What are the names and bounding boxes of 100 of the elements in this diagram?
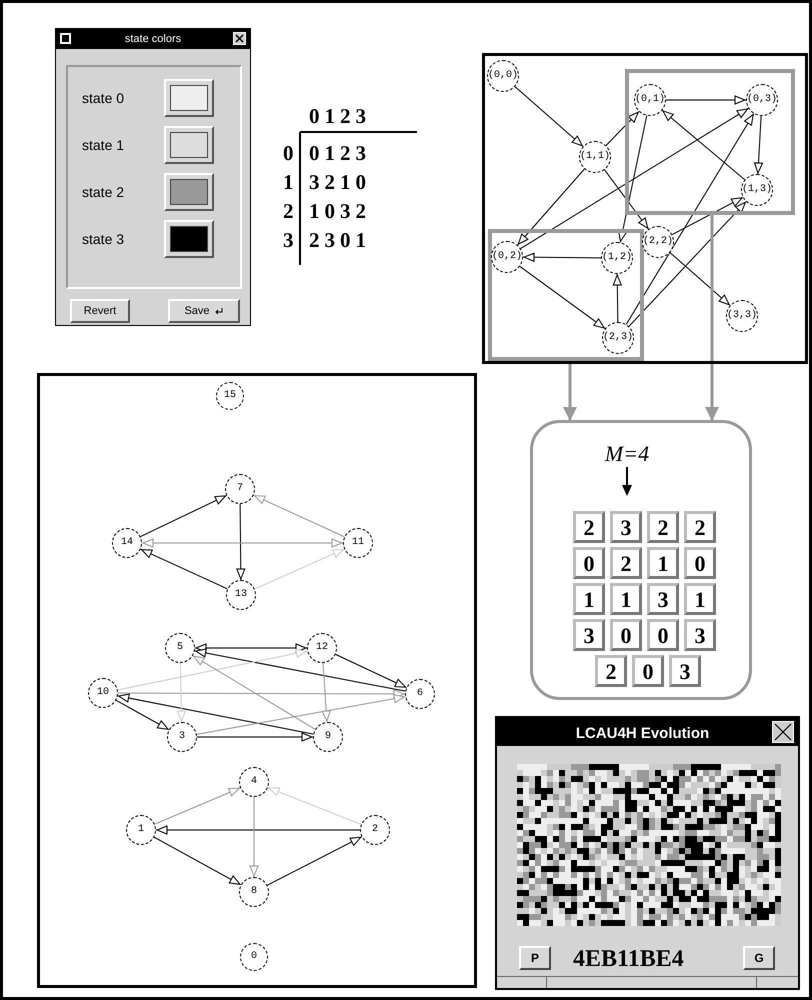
number-tile: 0 [610, 619, 642, 651]
arrow [194, 644, 308, 652]
arrow [519, 266, 606, 330]
arrow [117, 694, 314, 735]
arrow [612, 274, 622, 322]
number-tile: 3 [669, 655, 701, 687]
state-node: 14 [112, 528, 142, 558]
arrow [628, 201, 747, 327]
arrow [626, 113, 754, 325]
arrow [250, 796, 258, 878]
arrow [118, 689, 406, 698]
arrow [520, 108, 749, 250]
table-row: 1032 [309, 201, 371, 222]
dialog-window [495, 716, 800, 990]
arrow [196, 694, 406, 735]
state-node: 0 [240, 943, 268, 971]
state-node: 15 [216, 382, 244, 410]
arrow [266, 836, 362, 886]
state-node: (0,0) [487, 60, 519, 92]
number-tile: 1 [684, 583, 716, 615]
arrow [267, 787, 362, 825]
arrow [705, 215, 719, 421]
arrow [604, 169, 649, 230]
state-node: 5 [165, 633, 195, 663]
arrow [517, 168, 585, 246]
arrow [322, 662, 331, 723]
state-node: (2,2) [642, 226, 674, 258]
arrow [514, 86, 584, 147]
table-row: 3210 [309, 172, 371, 193]
state-node: (2,3) [602, 322, 634, 354]
state-node: (1,1) [579, 141, 611, 173]
number-tile: 2 [647, 511, 679, 543]
state-node: 8 [239, 877, 269, 907]
number-tile: 3 [647, 583, 679, 615]
arrow [335, 654, 407, 688]
arrow [522, 252, 602, 262]
state-node: 10 [88, 678, 118, 708]
save-button: Save [168, 299, 240, 323]
row-header: 0 [283, 143, 298, 164]
arrow [192, 655, 316, 730]
rounded-panel [530, 420, 752, 700]
arrow [196, 732, 314, 742]
arrow [142, 538, 344, 548]
arrow [194, 648, 406, 692]
number-tile: 0 [684, 547, 716, 579]
revert-button: Revert [70, 299, 130, 323]
arrow [140, 494, 227, 538]
row-header: 3 [283, 230, 298, 251]
arrow [236, 504, 246, 580]
state-label: state 2 [82, 183, 124, 202]
table-row: 0123 [309, 143, 371, 164]
number-tile: 2 [610, 547, 642, 579]
state-node: 11 [343, 528, 373, 558]
row-header: 1 [283, 172, 298, 193]
state-label: state 1 [82, 136, 124, 155]
arrow [116, 700, 170, 730]
highlight-box [488, 229, 644, 361]
arrow [154, 787, 241, 825]
g-button: G [743, 946, 775, 970]
number-tile: 3 [573, 619, 605, 651]
code-text: 4EB11BE4 [573, 945, 684, 974]
number-tile: 0 [632, 655, 664, 687]
arrow [176, 662, 186, 722]
arrow [666, 96, 746, 104]
arrow [754, 115, 763, 175]
arrow [670, 252, 730, 306]
number-tile: 1 [573, 583, 605, 615]
graph-frame [37, 373, 477, 988]
state-node: (0,1) [634, 84, 666, 116]
window-title: state colors [124, 32, 182, 47]
math-label: M=4 [604, 440, 650, 468]
number-tile: 2 [573, 511, 605, 543]
highlight-box [625, 69, 795, 215]
state-node: (0,2) [491, 241, 523, 273]
number-tile: 1 [610, 583, 642, 615]
state-node: (1,2) [601, 242, 633, 274]
state-node: 13 [226, 580, 256, 610]
state-label: state 3 [82, 230, 124, 249]
number-tile: 2 [684, 511, 716, 543]
number-tile: 3 [684, 619, 716, 651]
state-node: 3 [167, 722, 197, 752]
number-tile: 0 [647, 619, 679, 651]
arrow [662, 110, 746, 180]
state-node: (3,3) [726, 300, 758, 332]
state-label: state 0 [82, 89, 124, 108]
window-title: LCAU4H Evolution [574, 724, 710, 744]
state-node: 12 [307, 633, 337, 663]
state-node: 1 [126, 815, 156, 845]
state-node: 4 [239, 767, 269, 797]
state-node: (0,3) [746, 84, 778, 116]
number-tile: 3 [610, 511, 642, 543]
number-tile: 2 [595, 655, 627, 687]
arrow [606, 111, 640, 146]
graph-frame [482, 53, 808, 364]
dialog-window [55, 28, 251, 326]
state-node: 9 [313, 722, 343, 752]
state-node: (1,3) [741, 174, 773, 206]
arrow [618, 115, 648, 243]
arrow [156, 826, 360, 834]
arrow [253, 494, 345, 538]
